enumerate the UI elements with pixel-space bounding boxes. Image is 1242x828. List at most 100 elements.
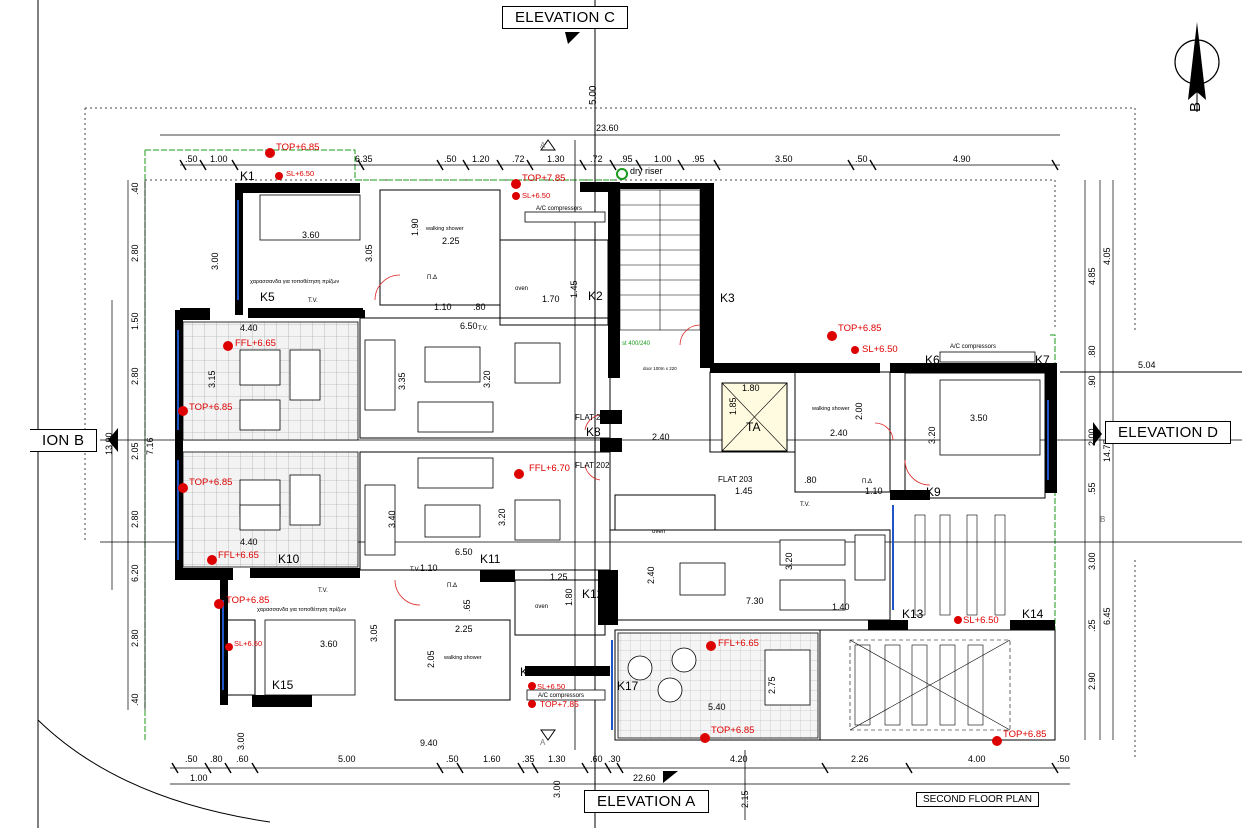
- flat-label: FLAT 202: [575, 461, 610, 470]
- dim-label: 2.40: [830, 428, 848, 438]
- dim-total-left: 13.90: [104, 432, 114, 455]
- dim-label: 2.00: [1087, 428, 1097, 446]
- column-label: K10: [278, 552, 300, 566]
- level-label: SL+6.50: [862, 344, 898, 355]
- dim-label: .95: [692, 154, 705, 164]
- pd-label: Π.Δ: [862, 479, 872, 485]
- plan-title: SECOND FLOOR PLAN: [916, 792, 1039, 807]
- dim-label: 2.75: [767, 676, 777, 694]
- section-mark: A: [540, 738, 546, 747]
- dim-label: 2.80: [130, 367, 140, 385]
- elevation-d-tag: ELEVATION D: [1105, 421, 1232, 444]
- note-label: χαρασσανδα για τοποθέτηση πρίζων: [257, 606, 346, 613]
- dim-label: .72: [512, 154, 525, 164]
- dim-label: 3.15: [207, 370, 217, 388]
- dim-label: .55: [1087, 482, 1097, 495]
- dim-label: 3.20: [784, 552, 794, 570]
- dim-label: 4.00: [968, 754, 986, 764]
- dim-label: .90: [1087, 375, 1097, 388]
- pd-label: Π.Δ: [447, 583, 457, 589]
- dim-label: 3.00: [1087, 552, 1097, 570]
- dim-label: .95: [620, 154, 633, 164]
- level-label: TOP+6.85: [276, 142, 319, 153]
- dim-label: .35: [522, 754, 535, 764]
- dim-label: 9.40: [420, 738, 438, 748]
- dim-label: 1.90: [410, 218, 420, 236]
- dim-label: 4.20: [730, 754, 748, 764]
- svg-text:5.00: 5.00: [588, 85, 599, 105]
- dim-label: 4.40: [240, 323, 258, 333]
- level-label: FFL+6.65: [235, 338, 276, 349]
- dim-label: .80: [473, 302, 486, 312]
- dim-label: 3.05: [369, 624, 379, 642]
- dim-label: 2.05: [130, 442, 140, 460]
- dim-label: 1.25: [550, 572, 568, 582]
- level-label: TOP+7.85: [522, 173, 565, 184]
- dim-label: 2.80: [130, 244, 140, 262]
- level-label: TOP+6.85: [1003, 729, 1046, 740]
- column-label: K17: [617, 679, 639, 693]
- level-label: SL+6.50: [963, 615, 999, 626]
- dim-label: 1.00: [190, 773, 208, 783]
- dim-label: 1.60: [483, 754, 501, 764]
- dim-label: 6.50: [460, 321, 478, 331]
- dim-label: 5.00: [338, 754, 356, 764]
- dim-label: 1.10: [420, 563, 438, 573]
- dim-label: 2.40: [646, 566, 656, 584]
- dim-label: .30: [608, 754, 621, 764]
- dim-label: 3.60: [302, 230, 320, 240]
- dim-label: 4.85: [1087, 267, 1097, 285]
- level-label: TOP+6.85: [226, 595, 269, 606]
- dim-label: .60: [590, 754, 603, 764]
- dim-label: 2.25: [442, 236, 460, 246]
- dim-label: .72: [590, 154, 603, 164]
- staircase: [619, 189, 701, 331]
- dim-label: 2.90: [1087, 672, 1097, 690]
- dim-label: 1.10: [865, 486, 883, 496]
- dim-label: 1.45: [569, 280, 579, 298]
- dim-label: 3.20: [497, 508, 507, 526]
- dim-label: 3.00: [210, 252, 220, 270]
- level-label: TOP+6.85: [711, 725, 754, 736]
- dim-label: 2.40: [652, 432, 670, 442]
- dim-label: 3.60: [320, 639, 338, 649]
- level-label: TOP+7.85: [540, 699, 579, 709]
- dim-label: .50: [185, 754, 198, 764]
- level-label: TOP+6.85: [189, 402, 232, 413]
- dim-label: 2.80: [130, 510, 140, 528]
- dim-label: 6.50: [455, 547, 473, 557]
- flat-label: FLAT 201: [575, 413, 610, 422]
- window-note: door 100m x 220: [643, 366, 677, 371]
- dim-label: .50: [1057, 754, 1070, 764]
- elevation-a-tag: ELEVATION A: [584, 790, 709, 813]
- dim-label: 3.50: [970, 413, 988, 423]
- column-label: K13: [902, 607, 924, 621]
- column-label: K8: [586, 425, 601, 439]
- dim-label: 1.80: [742, 383, 760, 393]
- column-label: K16: [520, 665, 542, 679]
- level-label: SL+6.50: [234, 639, 262, 648]
- column-label: K12: [582, 587, 604, 601]
- dim-label: 1.30: [548, 754, 566, 764]
- dim-label: 2.05: [426, 650, 436, 668]
- dim-label: .50: [185, 154, 198, 164]
- dim-total-bottom: 22.60: [633, 773, 656, 783]
- dim-label: 1.10: [434, 302, 452, 312]
- plot-boundary: [37, 719, 271, 823]
- shower-label: walking shower: [443, 655, 482, 661]
- dim-label: .60: [236, 754, 249, 764]
- ta-label: TA: [746, 420, 760, 434]
- column-label: K11: [480, 552, 501, 566]
- dim-label: 1.70: [542, 294, 560, 304]
- dim-label: 3.40: [387, 510, 397, 528]
- tv-label: T.V.: [800, 502, 810, 508]
- column-label: K14: [1022, 607, 1044, 621]
- tv-label: T.V.: [318, 588, 328, 594]
- column-label: K3: [720, 291, 735, 305]
- elevation-c-tag: ELEVATION C: [502, 6, 629, 29]
- oven-label: oven: [535, 604, 548, 610]
- level-label: FFL+6.70: [529, 463, 570, 474]
- dim-label: 2.25: [455, 624, 473, 634]
- dim-label: .25: [1087, 619, 1097, 632]
